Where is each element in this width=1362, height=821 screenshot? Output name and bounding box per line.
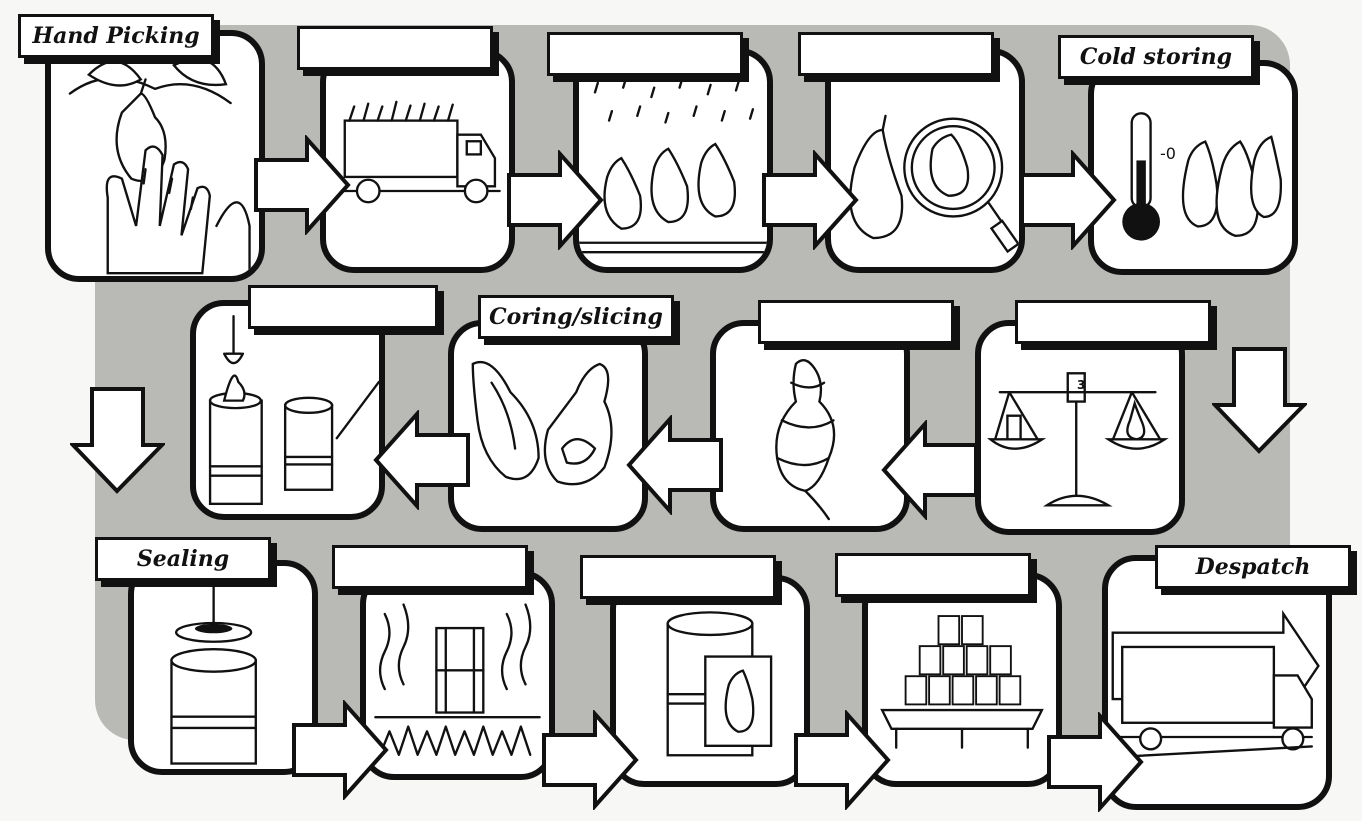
label-sealing: Sealing	[95, 537, 271, 581]
arrow-down-right	[1212, 345, 1307, 455]
arrow-right-5	[290, 700, 390, 800]
label-blank-3	[547, 32, 743, 76]
label-blank-11	[332, 545, 528, 589]
arrow-right-3	[760, 150, 860, 250]
arrow-right-8	[1045, 712, 1145, 812]
thermometer-reading: -0	[1160, 144, 1176, 163]
arrow-right-4	[1018, 150, 1118, 250]
washing-icon	[579, 54, 767, 267]
label-coring-slicing: Coring/slicing	[478, 295, 674, 339]
thermometer-icon	[1094, 66, 1292, 269]
arrow-right-7	[792, 710, 892, 810]
scale-marking: 3	[1077, 378, 1085, 392]
label-blank-2	[297, 26, 493, 70]
arrow-right-1	[252, 135, 352, 235]
arrow-left-2	[625, 415, 725, 515]
coring-icon	[454, 326, 642, 526]
canning-icon	[196, 306, 379, 514]
label-hand-picking: Hand Picking	[18, 14, 214, 58]
step-12	[610, 575, 810, 787]
sealing-icon	[134, 566, 312, 769]
scale-icon	[981, 326, 1179, 529]
step-13	[862, 572, 1062, 787]
peeling-icon	[716, 326, 904, 526]
step-cold-storing: -0	[1088, 60, 1298, 275]
label-blank-6	[248, 285, 438, 329]
arrow-left-3	[372, 410, 472, 510]
step-coring-slicing	[448, 320, 648, 532]
step-hand-picking	[45, 30, 265, 282]
label-blank-4	[798, 32, 994, 76]
arrow-right-6	[540, 710, 640, 810]
stacking-icon	[868, 578, 1056, 781]
hand-picking-icon	[51, 36, 259, 276]
truck-icon	[326, 54, 509, 267]
label-despatch: Despatch	[1155, 545, 1351, 589]
label-blank-12	[580, 555, 776, 599]
step-6	[190, 300, 385, 520]
arrow-down-left	[70, 385, 165, 495]
cooking-icon	[366, 576, 549, 774]
labelling-icon	[616, 581, 804, 781]
arrow-right-2	[505, 150, 605, 250]
label-blank-8	[758, 300, 954, 344]
label-blank-9	[1015, 300, 1211, 344]
arrow-left-1	[880, 420, 980, 520]
label-cold-storing: Cold storing	[1058, 35, 1254, 79]
step-9: 3	[975, 320, 1185, 535]
label-blank-13	[835, 553, 1031, 597]
